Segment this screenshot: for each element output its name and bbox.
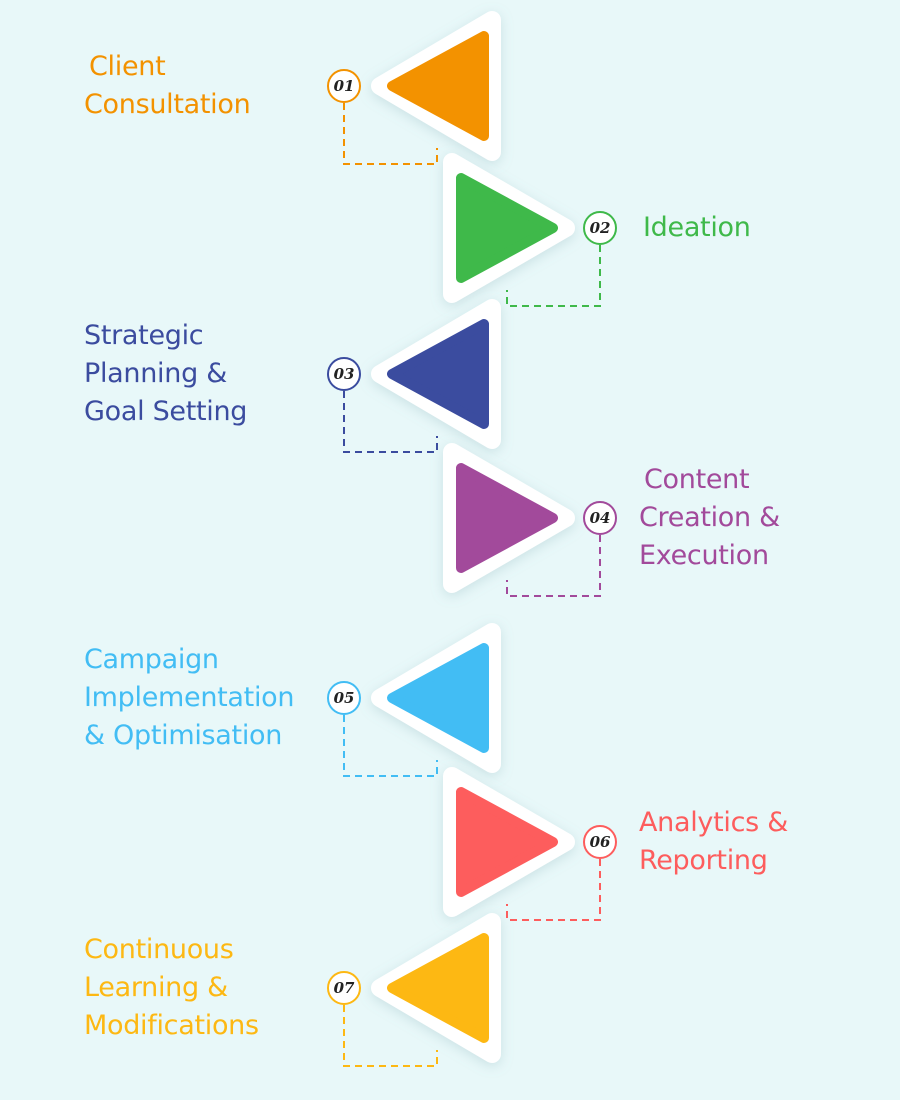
step-label-line: Implementation xyxy=(84,682,295,713)
step-number: 03 xyxy=(334,365,355,383)
step-label-line: Content xyxy=(644,464,750,495)
triangle-right-icon xyxy=(456,173,558,283)
triangle-left-icon xyxy=(387,319,489,429)
step-label-line: Modifications xyxy=(84,1010,259,1041)
triangle-right-icon xyxy=(456,787,558,897)
triangle-left-icon xyxy=(387,933,489,1043)
step-label-line: Ideation xyxy=(643,212,751,243)
dashed-connector xyxy=(343,103,438,165)
step-number-badge xyxy=(327,971,361,1005)
step-label-06: Analytics & Reporting xyxy=(639,804,788,880)
step-label-line: & Optimisation xyxy=(84,720,283,751)
step-number-badge xyxy=(583,211,617,245)
step-label-line: Continuous xyxy=(84,934,234,965)
step-label-02: Ideation xyxy=(643,209,751,247)
dashed-connector xyxy=(343,715,438,777)
step-number-badge xyxy=(583,501,617,535)
process-step-01: 01 xyxy=(327,11,501,165)
step-number: 04 xyxy=(590,509,611,527)
step-label-line: Analytics & xyxy=(639,807,788,838)
step-number: 05 xyxy=(334,689,355,707)
step-label-line: Planning & xyxy=(84,358,227,389)
process-step-04: 04 xyxy=(443,443,617,597)
dashed-connector xyxy=(343,391,438,453)
step-label-line: Creation & xyxy=(639,502,780,533)
triangle-left-icon xyxy=(387,31,489,141)
step-number-badge xyxy=(327,357,361,391)
step-number-badge xyxy=(327,681,361,715)
step-label-line: Learning & xyxy=(84,972,228,1003)
step-label-line: Client xyxy=(89,51,166,82)
process-step-03: 03 xyxy=(327,299,501,453)
dashed-connector xyxy=(506,535,601,597)
process-step-05: 05 xyxy=(327,623,501,777)
dashed-connector xyxy=(506,859,601,921)
triangle-right-icon xyxy=(456,463,558,573)
step-label-line: Reporting xyxy=(639,845,768,876)
step-number: 07 xyxy=(334,979,355,997)
step-number-badge xyxy=(327,69,361,103)
step-label-line: Consultation xyxy=(84,89,251,120)
step-label-line: Campaign xyxy=(84,644,219,675)
step-label-line: Strategic xyxy=(84,320,204,351)
step-number-badge xyxy=(583,825,617,859)
process-step-07: 07 xyxy=(327,913,501,1067)
step-label-line: Goal Setting xyxy=(84,396,248,427)
step-number: 06 xyxy=(590,833,611,851)
step-number: 01 xyxy=(334,77,355,95)
step-number: 02 xyxy=(590,219,611,237)
step-label-line: Execution xyxy=(639,540,769,571)
dashed-connector xyxy=(343,1005,438,1067)
process-step-06: 06 xyxy=(443,767,617,921)
dashed-connector xyxy=(506,245,601,307)
triangle-left-icon xyxy=(387,643,489,753)
process-step-02: 02 xyxy=(443,153,617,307)
